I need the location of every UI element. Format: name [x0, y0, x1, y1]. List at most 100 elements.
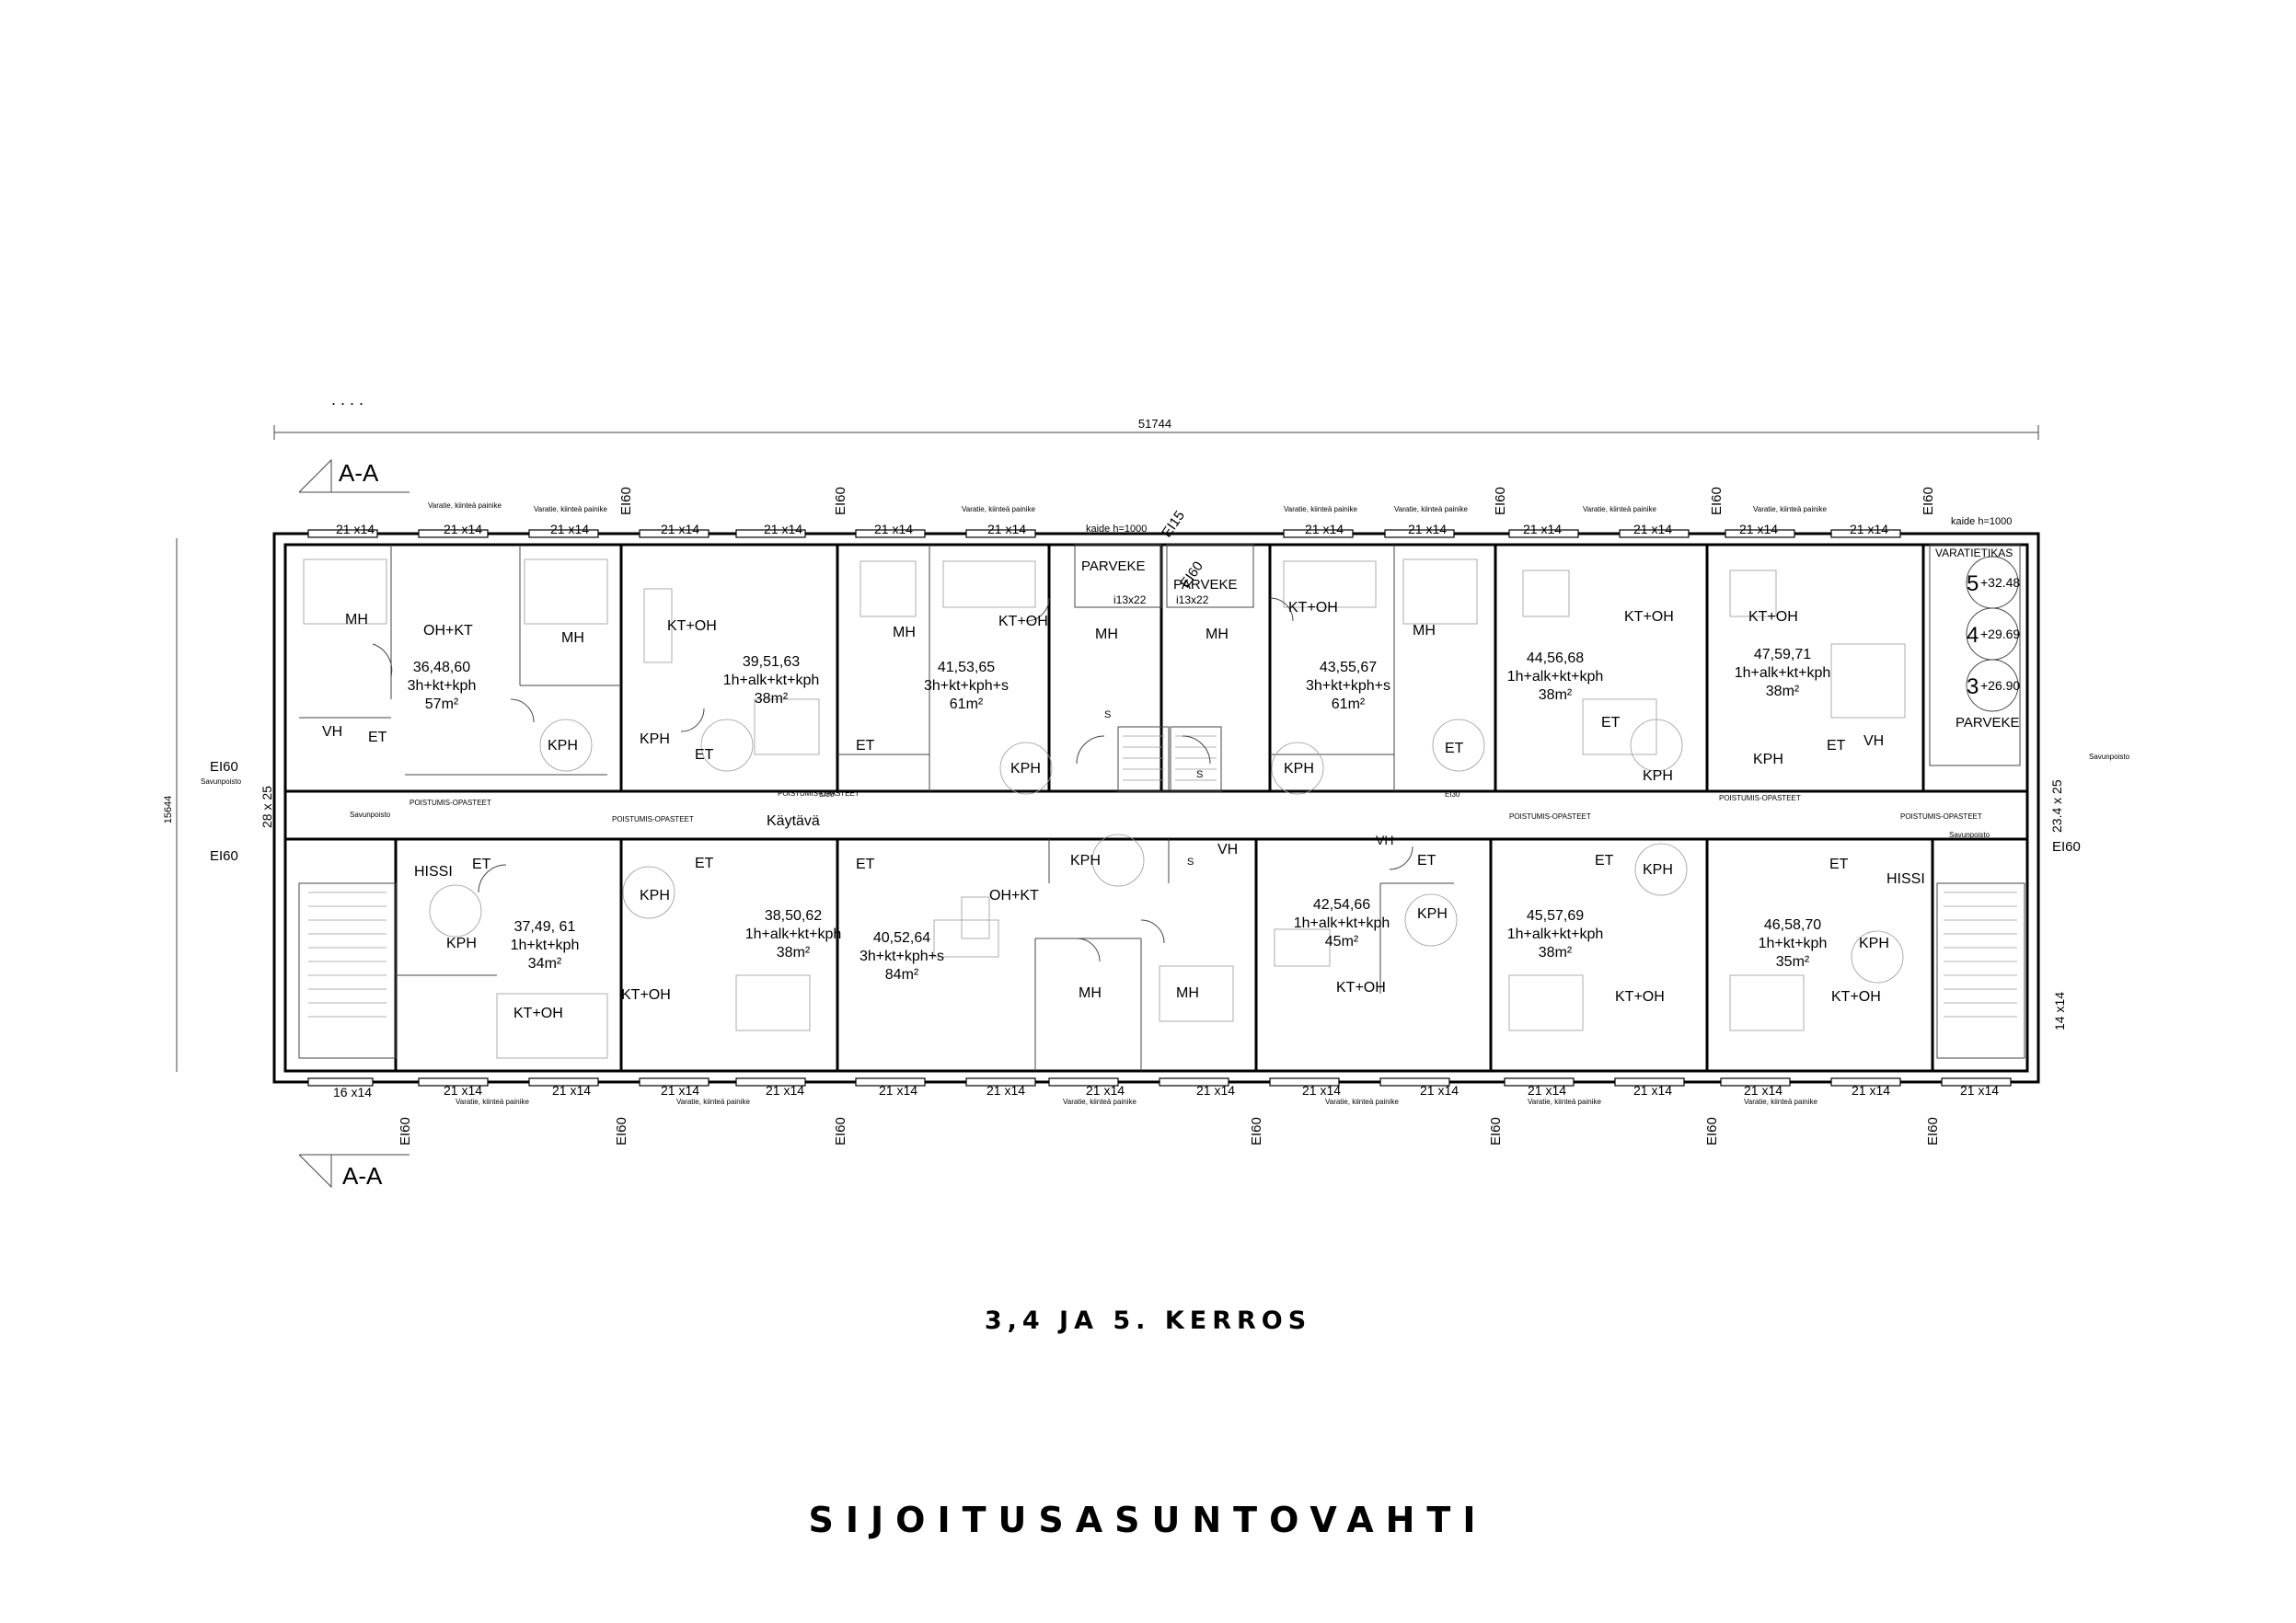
room-label-kt-oh: KT+OH — [1615, 989, 1665, 1005]
windows-top — [307, 529, 1901, 538]
window-label: 21 x14 — [1739, 522, 1778, 536]
apartment-area: 38m² — [1539, 945, 1573, 961]
escape-button-note: Varatie, kiinteä painike — [1063, 1098, 1136, 1106]
fire-rating-tag: EI60 — [833, 487, 848, 515]
fire-rating-tag: EI60 — [1925, 1117, 1941, 1145]
emergency-level: +32.48 — [1980, 575, 2020, 590]
window-label: 16 x14 — [333, 1085, 372, 1099]
apartment-type: 1h+alk+kt+kph — [1735, 665, 1831, 681]
room-label-et: ET — [856, 857, 875, 872]
apartment-type: 1h+alk+kt+kph — [1507, 927, 1604, 942]
room-label-et: ET — [1827, 738, 1846, 754]
apartment-area: 38m² — [755, 691, 789, 707]
window-label: 21 x14 — [1408, 522, 1447, 536]
fire-rating-tag: EI60 — [614, 1117, 629, 1145]
apartment-area: 38m² — [1766, 684, 1800, 699]
window-label: 21 x14 — [1633, 522, 1672, 536]
escape-signs-note: POISTUMIS-OPASTEET — [778, 789, 860, 798]
escape-button-note: Varatie, kiinteä painike — [1744, 1098, 1817, 1106]
room-label-kph: KPH — [1859, 936, 1889, 951]
window-label: 21 x14 — [1528, 1083, 1566, 1098]
window-label: 21 x14 — [661, 1083, 699, 1098]
room-label-et: ET — [472, 857, 491, 872]
apartment-type: 1h+alk+kt+kph — [745, 927, 842, 942]
furniture — [303, 558, 1906, 1059]
window-label: 21 x14 — [1633, 1083, 1672, 1098]
fire-rating-tag: EI60 — [1488, 1117, 1504, 1145]
room-label-mh: MH — [1079, 985, 1102, 1001]
room-label-kph: KPH — [548, 738, 578, 754]
apartment-type: 1h+alk+kt+kph — [1507, 669, 1604, 685]
room-labels-top: MH OH+KT MH KT+OH MH KT+OH MH MH KT+OH M… — [322, 558, 2019, 784]
smoke-vent-note: Savunpoisto — [2089, 753, 2130, 761]
room-label-mh: MH — [1413, 623, 1436, 639]
room-label-parveke: PARVEKE — [1173, 577, 1237, 593]
door-swings — [372, 597, 1413, 962]
room-label-kph: KPH — [640, 888, 670, 904]
stair-tag: S — [1187, 857, 1194, 868]
window-label: 21 x14 — [987, 522, 1026, 536]
apartment-numbers: 41,53,65 — [938, 660, 995, 675]
room-label-et: ET — [695, 856, 714, 871]
section-marker-top: A-A — [298, 458, 410, 493]
apartment-numbers: 43,55,67 — [1320, 660, 1377, 675]
stairwell-right — [1936, 882, 2025, 1059]
apartment-type: 3h+kt+kph — [408, 678, 477, 694]
fire-rating-tag: EI60 — [1493, 487, 1508, 515]
stairwell-center — [1117, 726, 1222, 792]
escape-button-note: Varatie, kiinteä painike — [1284, 505, 1357, 513]
gable-window-left: 28 x 25 — [260, 786, 274, 828]
escape-signs-note: POISTUMIS-OPASTEET — [1719, 794, 1801, 802]
escape-button-note: Varatie, kiinteä painike — [1325, 1098, 1399, 1106]
room-label-vh: VH — [1863, 733, 1884, 749]
room-label-mh: MH — [345, 612, 368, 627]
apartment-area: 38m² — [777, 945, 811, 961]
fire-rating-tag: EI60 — [1921, 487, 1936, 515]
room-label-mh: MH — [893, 625, 916, 640]
fire-rating-tag: EI30 — [819, 790, 835, 799]
partition-walls-top — [299, 545, 1925, 791]
apartment-type: 3h+kt+kph+s — [924, 678, 1009, 694]
room-label-et: ET — [1829, 857, 1849, 872]
escape-signs-note: POISTUMIS-OPASTEET — [612, 815, 694, 823]
window-label: 21 x14 — [336, 522, 375, 536]
section-label-top: A-A — [339, 459, 379, 487]
apartment-area: 45m² — [1325, 934, 1359, 950]
room-label-et: ET — [1595, 853, 1614, 869]
room-label-kt-oh: KT+OH — [513, 1006, 563, 1021]
room-label-hissi: HISSI — [1886, 871, 1925, 887]
window-label: 21 x14 — [1960, 1083, 1999, 1098]
fire-rating-tags: EI60 EI60 EI60 EI60 EI60 EI15 EI60 EI60 … — [210, 487, 2081, 1145]
room-label-et: ET — [1417, 853, 1436, 869]
room-label-mh: MH — [1206, 627, 1229, 642]
fire-rating-tag: EI60 — [2052, 839, 2081, 855]
emergency-level: +26.90 — [1980, 678, 2020, 693]
room-label-oh-kt: OH+KT — [989, 888, 1039, 904]
balcony-center — [1074, 544, 1254, 608]
stair-tag: S — [1196, 769, 1203, 780]
room-label-kph: KPH — [1070, 853, 1101, 869]
room-label-kph: KPH — [1753, 752, 1783, 767]
apartment-numbers: 44,56,68 — [1527, 650, 1584, 666]
room-label-kph: KPH — [446, 936, 477, 951]
window-label: 21 x14 — [550, 522, 589, 536]
stairwell-left — [298, 882, 397, 1059]
apartment-numbers: 37,49, 61 — [514, 919, 576, 935]
window-label: 21 x14 — [1852, 1083, 1890, 1098]
room-label-vh: VH — [1376, 833, 1393, 847]
top-marks: . . . . — [331, 390, 363, 409]
fire-rating-tag: EI60 — [618, 487, 634, 515]
room-label-hissi: HISSI — [414, 864, 453, 880]
escape-signs-note: POISTUMIS-OPASTEET — [1900, 812, 1982, 821]
room-label-parveke: PARVEKE — [1081, 558, 1145, 574]
smoke-vent-note: Savunpoisto — [350, 811, 391, 819]
apartment-area: 35m² — [1776, 954, 1810, 970]
window-label: 21 x14 — [661, 522, 699, 536]
window-label: 21 x14 — [1420, 1083, 1459, 1098]
room-label-kph: KPH — [1643, 862, 1673, 878]
notes: POISTUMIS-OPASTEET POISTUMIS-OPASTEET PO… — [201, 501, 2130, 1106]
window-label: 21 x14 — [764, 522, 802, 536]
apartment-area: 84m² — [885, 967, 919, 983]
room-label-kph: KPH — [1643, 768, 1673, 784]
